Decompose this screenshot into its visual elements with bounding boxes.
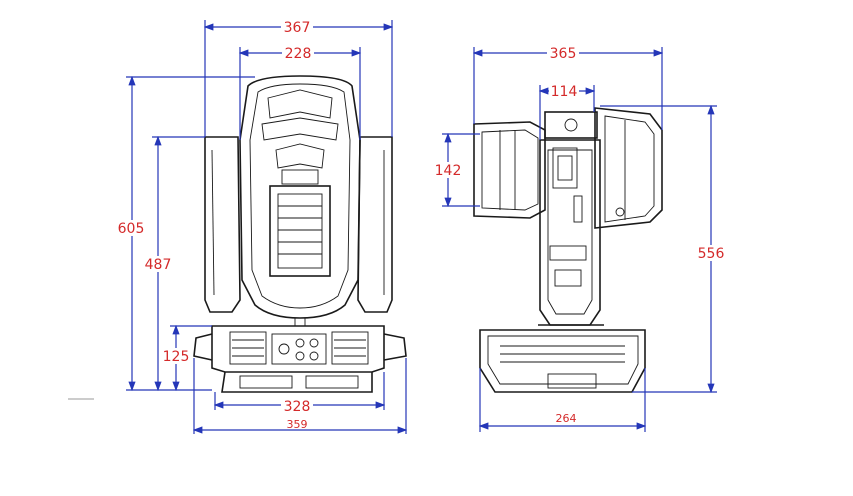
dim-328: 328: [284, 399, 311, 415]
dim-114: 114: [551, 84, 578, 100]
dim-359: 359: [287, 418, 308, 431]
dim-264: 264: [556, 412, 577, 425]
front-dimension-labels: 367 228 605 487 125 328 359: [117, 19, 314, 431]
side-dimension-labels: 365 114 142 556 264: [432, 45, 727, 425]
side-view: [473, 107, 663, 393]
dim-142: 142: [435, 163, 462, 179]
dim-125: 125: [163, 349, 190, 365]
dim-365: 365: [550, 46, 577, 62]
front-view: [193, 75, 407, 393]
dim-367: 367: [284, 20, 311, 36]
dim-605: 605: [118, 221, 145, 237]
dim-228: 228: [285, 46, 312, 62]
dim-556: 556: [698, 246, 725, 262]
dim-487: 487: [145, 257, 172, 273]
